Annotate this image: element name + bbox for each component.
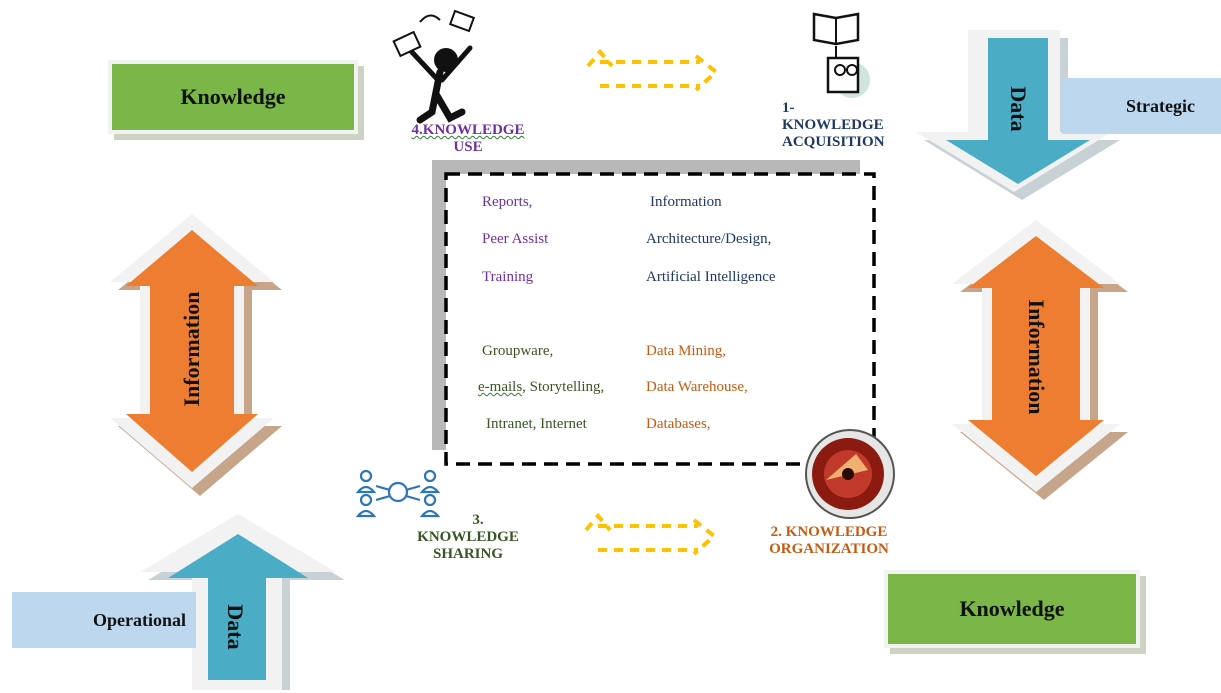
organization-item: Data Mining, xyxy=(646,343,726,359)
use-item: Training xyxy=(482,269,534,285)
phase-line: ACQUISITION xyxy=(782,134,885,150)
use-item: Reports, xyxy=(482,194,533,210)
data-arrow-bottom-left xyxy=(140,514,345,690)
acquisition-item: Architecture/Design, xyxy=(646,231,772,247)
data-arrow-top-right xyxy=(916,30,1120,200)
dashed-cycle-arrow-icon xyxy=(584,512,718,556)
acquisition-item: Information xyxy=(650,194,722,210)
phase-knowledge-organization: 2. KNOWLEDGE ORGANIZATION xyxy=(756,524,902,558)
info-arrow-right xyxy=(952,220,1128,500)
phase-line: 1- xyxy=(782,100,795,116)
reading-person-icon xyxy=(392,9,476,124)
phase-line: ORGANIZATION xyxy=(769,541,889,557)
center-box-border xyxy=(444,172,876,466)
operational-tag: Operational xyxy=(12,592,196,648)
operational-label: Operational xyxy=(93,609,186,630)
dashed-cycle-arrow-icon xyxy=(586,48,720,92)
information-arrow-label: Information xyxy=(179,291,204,407)
network-people-icon xyxy=(355,469,441,518)
knowledge-label: Knowledge xyxy=(959,596,1065,621)
phase-line: KNOWLEDGE xyxy=(782,117,884,133)
sharing-item-row: e-mails, Storytelling, xyxy=(478,379,605,395)
disc-icon xyxy=(805,429,895,519)
info-arrow-left xyxy=(110,214,282,496)
knowledge-box-top-left: Knowledge xyxy=(108,60,358,134)
sharing-item: Storytelling, xyxy=(529,379,605,395)
phase-knowledge-use: 4.KNOWLEDGE USE xyxy=(398,122,538,156)
organization-item: Data Warehouse, xyxy=(646,379,748,395)
knowledge-label: Knowledge xyxy=(180,84,286,109)
data-arrow-label: Data xyxy=(1006,86,1031,132)
sharing-item: e-mails xyxy=(478,379,523,395)
phase-knowledge-sharing: 3. KNOWLEDGE SHARING xyxy=(400,512,536,563)
phase-line: SHARING xyxy=(432,546,503,562)
phase-line: 2. KNOWLEDGE xyxy=(770,524,888,540)
use-item: Peer Assist xyxy=(482,231,549,247)
data-arrow-label: Data xyxy=(223,604,248,650)
information-arrow-label: Information xyxy=(1024,299,1049,415)
phase-knowledge-acquisition: 1- KNOWLEDGE ACQUISITION xyxy=(782,100,906,151)
knowledge-box-bottom-right: Knowledge xyxy=(884,570,1140,648)
phase-line: 4.KNOWLEDGE xyxy=(411,122,525,138)
organization-item: Databases, xyxy=(646,416,711,432)
phase-line: KNOWLEDGE xyxy=(417,529,519,545)
phase-line: 3. xyxy=(472,512,484,528)
sharing-item: Intranet, Internet xyxy=(486,416,587,432)
strategic-label: Strategic xyxy=(1126,95,1195,116)
book-glasses-icon xyxy=(812,12,870,98)
sharing-item: Groupware, xyxy=(482,343,554,359)
acquisition-item: Artificial Intelligence xyxy=(646,269,776,285)
strategic-tag: Strategic xyxy=(1062,78,1221,134)
phase-line: USE xyxy=(453,139,483,155)
